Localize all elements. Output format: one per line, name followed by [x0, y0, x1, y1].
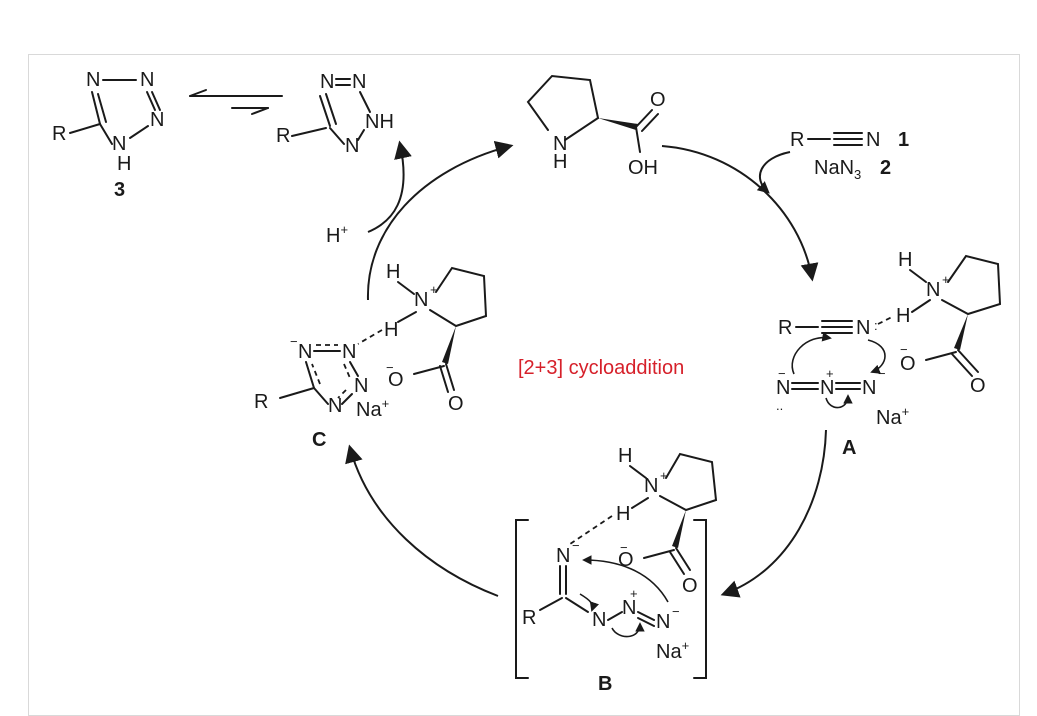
tetrazole-2h: N N NH N R	[276, 71, 394, 157]
atom-n-plus: N	[414, 289, 428, 311]
atom-h: H	[898, 249, 912, 271]
atom-n-plus: N	[926, 279, 940, 301]
proton: H+	[326, 222, 348, 247]
svg-text:−: −	[620, 540, 628, 555]
atom-n: N	[328, 395, 342, 417]
atom-n-plus: N	[622, 597, 636, 619]
tetrazole-3: N N N N H R 3	[52, 69, 164, 201]
atom-r: R	[276, 125, 290, 147]
atom-n-plus: N	[644, 475, 658, 497]
svg-text:−: −	[572, 538, 580, 553]
atom-o: O	[448, 393, 464, 415]
sodium: Na+	[876, 404, 909, 429]
atom-oh: OH	[628, 157, 658, 179]
svg-text:+: +	[942, 272, 950, 287]
atom-n: N	[320, 71, 334, 93]
atom-o: O	[682, 575, 698, 597]
intermediate-b: H N + H O O − N − R N N + N − Na+ B	[515, 445, 718, 695]
svg-text:−: −	[672, 604, 680, 619]
svg-text:+: +	[826, 366, 834, 381]
azide-n-plus: N	[820, 377, 834, 399]
atom-o: O	[650, 89, 666, 111]
intermediate-c: H N + H O O − N − N N N R Na+ C	[254, 261, 488, 451]
svg-text:..: ..	[776, 398, 783, 413]
atom-o: O	[970, 375, 986, 397]
atom-n-minus: N	[656, 611, 670, 633]
svg-text:−: −	[290, 334, 298, 349]
svg-text:+: +	[660, 468, 668, 483]
nitrile-r: R	[778, 317, 792, 339]
intermediate-a: H N + H O O − R N : N − .. N + N − Na	[776, 249, 1002, 459]
intermediate-label-a: A	[842, 437, 856, 459]
atom-o-minus: O	[388, 369, 404, 391]
atom-h: H	[117, 153, 131, 175]
atom-h: H	[384, 319, 398, 341]
sodium-azide: NaN3	[814, 157, 861, 182]
reagents: R N 1 NaN3 2	[756, 129, 909, 194]
atom-r: R	[522, 607, 536, 629]
atom-h: H	[553, 151, 567, 173]
nitrile-n: N	[856, 317, 870, 339]
atom-n: N	[553, 133, 567, 155]
atom-n-minus: N	[556, 545, 570, 567]
azide-n: N	[862, 377, 876, 399]
cycloaddition-label: [2+3] cycloaddition	[518, 357, 684, 379]
proline-catalyst: N H O OH	[526, 74, 666, 179]
compound-label-1: 1	[898, 129, 909, 151]
atom-n: N	[354, 375, 368, 397]
sodium: Na+	[356, 396, 389, 421]
compound-label-3: 3	[114, 179, 125, 201]
catalytic-cycle-diagram: N N N N H R 3 N N NH N R	[52, 69, 1002, 695]
equilibrium-arrows	[189, 89, 283, 115]
atom-n: N	[342, 341, 356, 363]
svg-text:+: +	[430, 282, 438, 297]
compound-label-2: 2	[880, 157, 891, 179]
atom-h: H	[616, 503, 630, 525]
atom-o-minus: O	[900, 353, 916, 375]
atom-r: R	[52, 123, 66, 145]
sodium: Na+	[656, 638, 689, 663]
atom-h: H	[386, 261, 400, 283]
atom-nh: NH	[365, 111, 394, 133]
atom-r: R	[254, 391, 268, 413]
atom-h: H	[896, 305, 910, 327]
cycle-arrows: H+	[326, 140, 827, 598]
svg-text:−: −	[900, 342, 908, 357]
scheme-frame	[28, 54, 1020, 716]
atom-n: N	[352, 71, 366, 93]
atom-n: N	[150, 109, 164, 131]
atom-n: N	[86, 69, 100, 91]
atom-n: N	[112, 133, 126, 155]
svg-text:−: −	[778, 366, 786, 381]
azide-n: N	[776, 377, 790, 399]
svg-text:−: −	[878, 366, 886, 381]
nitrile-r: R	[790, 129, 804, 151]
svg-text:+: +	[630, 586, 638, 601]
nitrile-n: N	[866, 129, 880, 151]
intermediate-label-b: B	[598, 673, 612, 695]
atom-n: N	[345, 135, 359, 157]
svg-text::: :	[874, 318, 878, 333]
intermediate-label-c: C	[312, 429, 326, 451]
atom-n-minus: N	[298, 341, 312, 363]
svg-text:−: −	[386, 360, 394, 375]
atom-n: N	[140, 69, 154, 91]
atom-h: H	[618, 445, 632, 467]
atom-n: N	[592, 609, 606, 631]
